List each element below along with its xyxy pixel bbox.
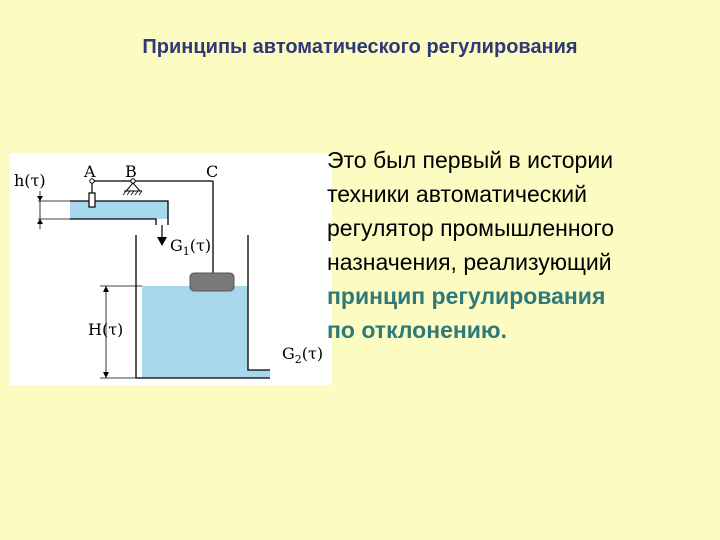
- regulator-diagram-svg: h(τ) A B C G1(τ) H(τ) G2(τ): [14, 162, 323, 379]
- text-line-1: Это был первый в истории: [327, 147, 614, 173]
- valve-a: [88, 192, 96, 208]
- label-g1: G1(τ): [170, 236, 211, 258]
- text-line-3: регулятор промышленного: [327, 215, 615, 241]
- label-c: C: [206, 162, 218, 181]
- label-h: h(τ): [14, 171, 46, 190]
- inflow-arrow-head: [157, 237, 167, 246]
- regulator-diagram: h(τ) A B C G1(τ) H(τ) G2(τ): [10, 153, 332, 385]
- label-a: A: [83, 162, 96, 181]
- outflow-water: [248, 370, 270, 378]
- tank-water: [142, 286, 248, 378]
- float: [189, 272, 235, 292]
- channel-walls: [70, 200, 169, 225]
- description-text: Это был первый в истории техники автомат…: [327, 143, 712, 347]
- pivot-a: [89, 178, 95, 184]
- text-line-2: техники автоматический: [327, 181, 587, 207]
- accent-line-1: принцип регулирования: [327, 283, 606, 309]
- label-b: B: [125, 162, 137, 181]
- channel-water: [70, 201, 168, 219]
- slide-title: Принципы автоматического регулирования: [142, 36, 578, 58]
- label-big-h: H(τ): [88, 320, 123, 339]
- hinge-b: [125, 182, 141, 192]
- text-line-4: назначения, реализующий: [327, 249, 612, 275]
- label-g2: G2(τ): [282, 344, 323, 366]
- accent-line-2: по отклонению.: [327, 317, 507, 343]
